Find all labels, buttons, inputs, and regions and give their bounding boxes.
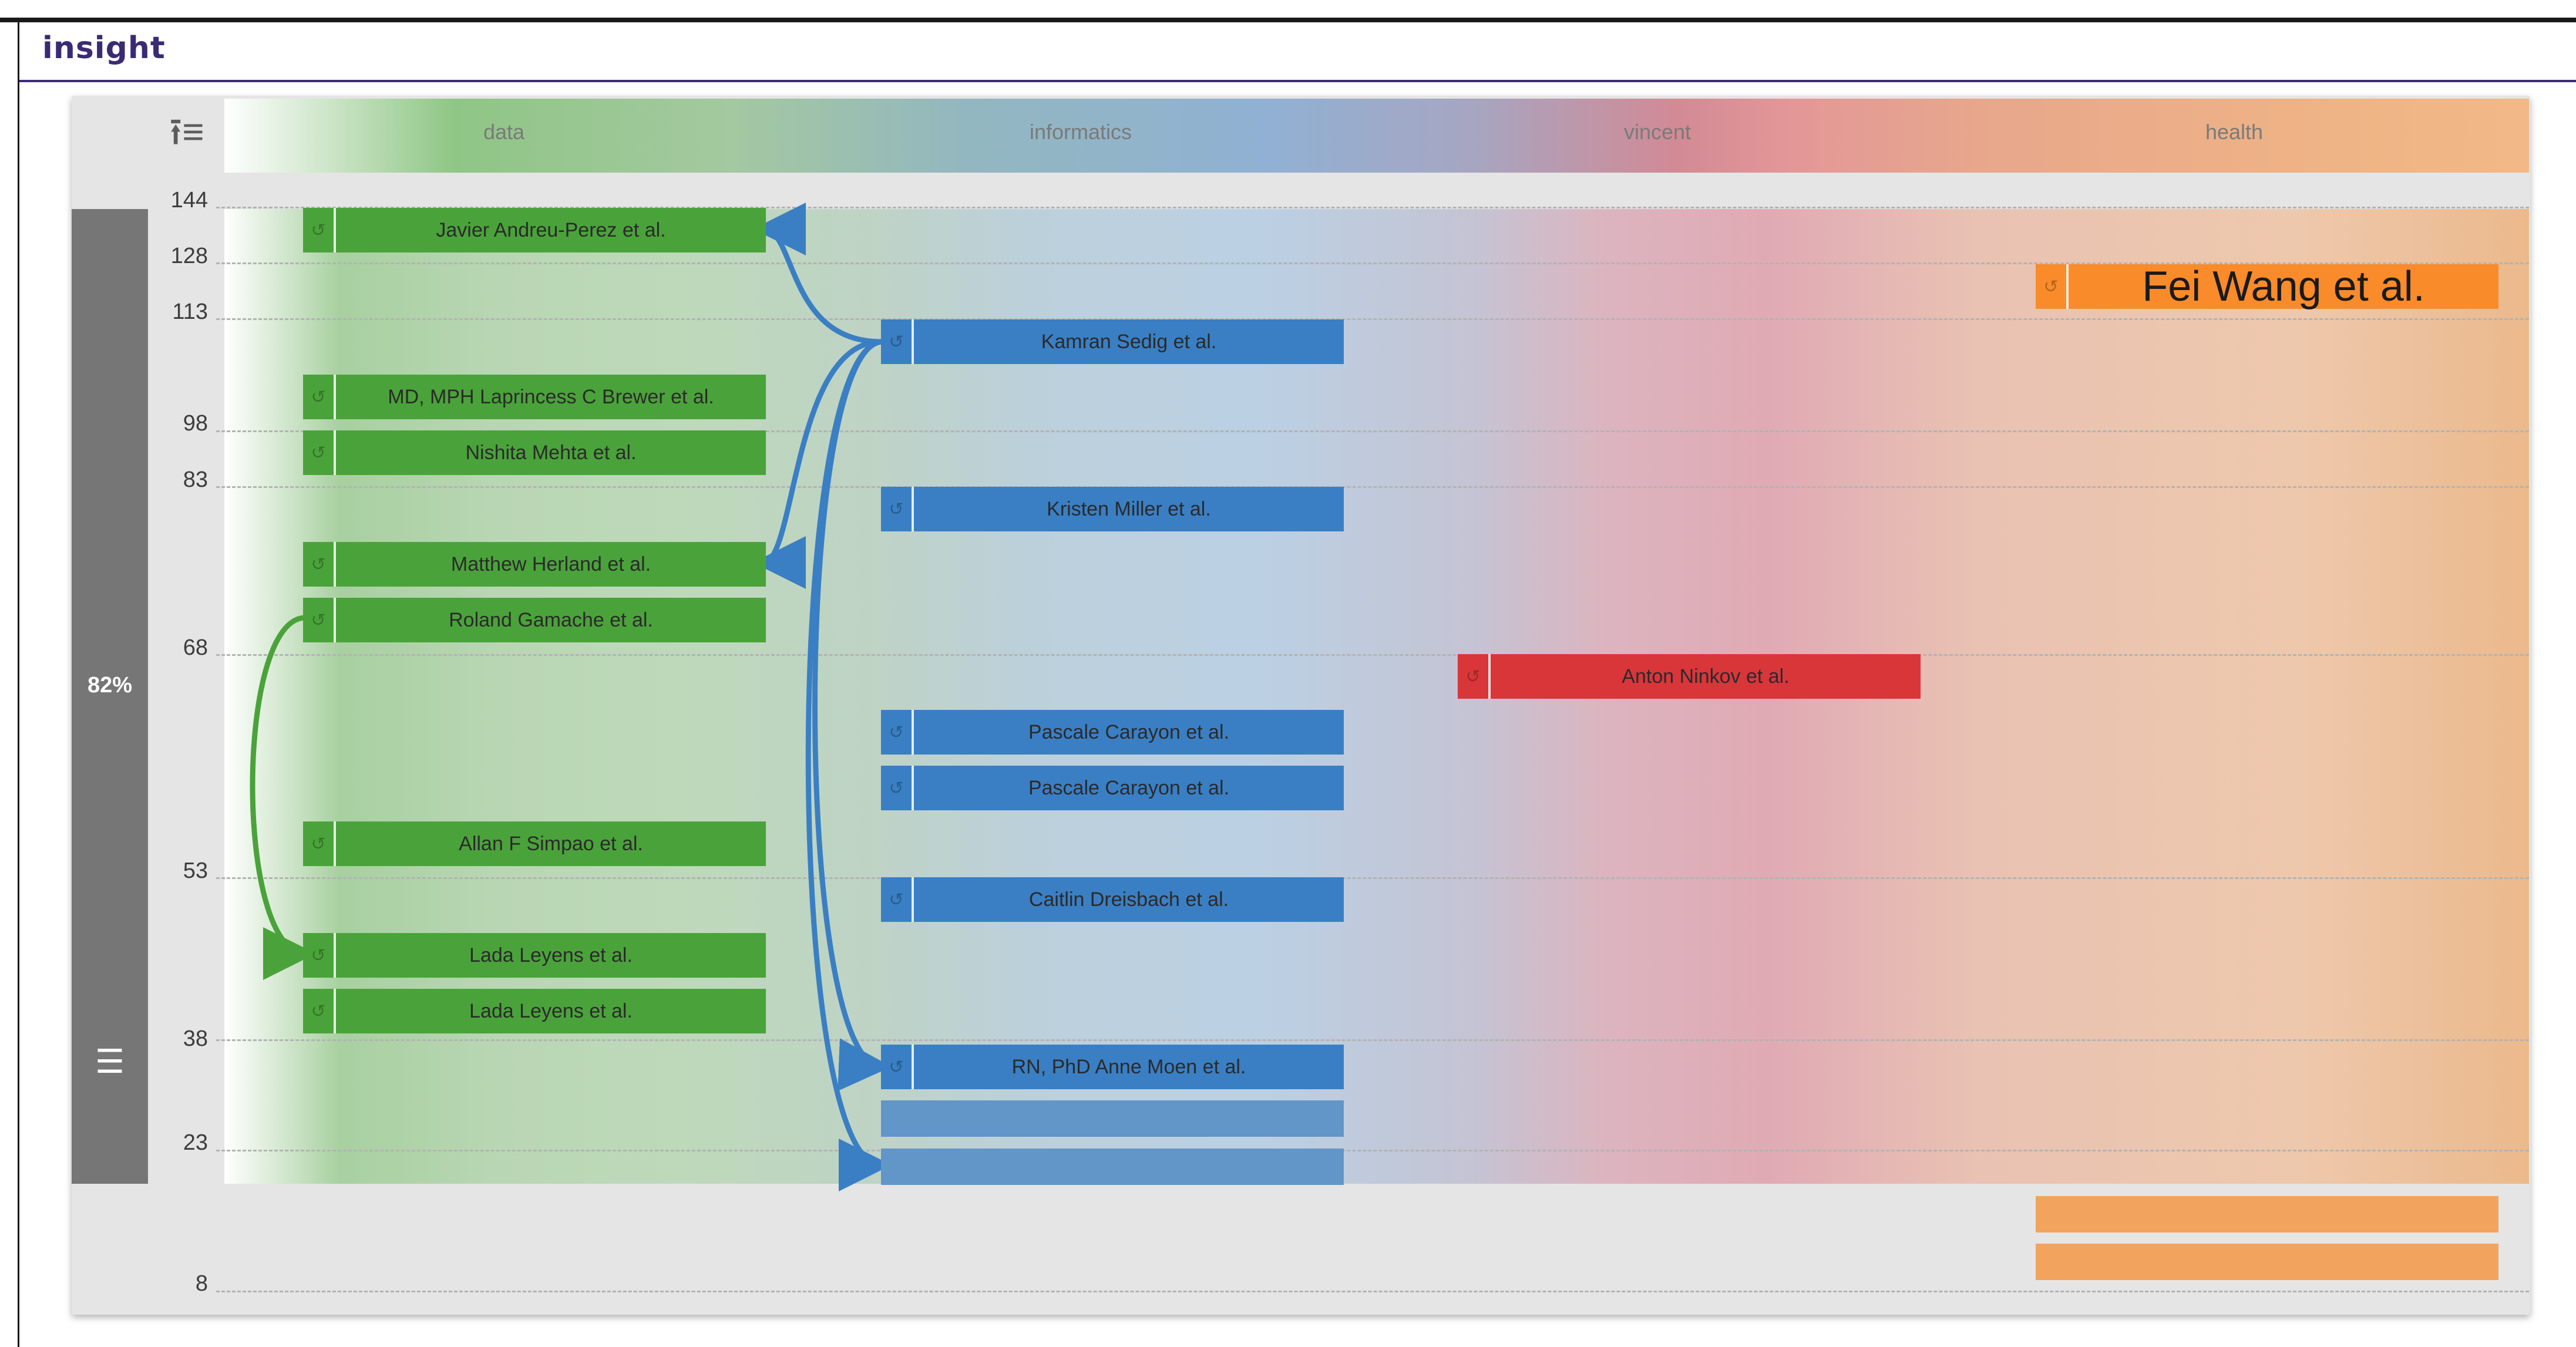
share-link-icon[interactable]: ↺ xyxy=(303,375,336,419)
paper-node-collapsed[interactable] xyxy=(2036,1196,2498,1232)
y-tick-label: 68 xyxy=(183,635,208,660)
paper-node[interactable]: ↺ Javier Andreu-Perez et al. xyxy=(303,208,766,252)
paper-title: Pascale Carayon et al. xyxy=(1028,776,1230,799)
paper-node[interactable]: ↺ Caitlin Dreisbach et al. xyxy=(881,877,1344,922)
column-header-data[interactable]: data xyxy=(483,120,525,144)
paper-title: Kamran Sedig et al. xyxy=(1041,330,1217,353)
gridline xyxy=(216,1039,2529,1041)
y-tick-label: 128 xyxy=(170,244,208,268)
paper-title: Roland Gamache et al. xyxy=(449,608,653,631)
y-tick-label: 23 xyxy=(183,1130,208,1155)
hamburger-menu-icon[interactable]: ☰ xyxy=(95,1043,125,1080)
paper-title: Lada Leyens et al. xyxy=(469,944,633,967)
share-link-icon[interactable]: ↺ xyxy=(303,208,336,252)
paper-node[interactable]: ↺ Matthew Herland et al. xyxy=(303,542,766,587)
paper-node[interactable]: ↺ Kamran Sedig et al. xyxy=(881,319,1344,364)
gridline xyxy=(216,430,2529,432)
y-tick-label: 8 xyxy=(195,1271,208,1296)
citation-link xyxy=(753,203,882,345)
paper-node[interactable]: ↺ Roland Gamache et al. xyxy=(303,598,766,642)
app-logo[interactable]: insight xyxy=(42,31,166,66)
column-header-vincent[interactable]: vincent xyxy=(1623,120,1691,144)
gridline xyxy=(216,1150,2529,1151)
paper-title: Nishita Mehta et al. xyxy=(465,441,637,464)
citation-link xyxy=(805,339,892,1191)
share-link-icon[interactable]: ↺ xyxy=(1458,654,1491,699)
citation-link xyxy=(812,339,892,1091)
citation-link xyxy=(250,615,316,980)
share-link-icon[interactable]: ↺ xyxy=(303,430,336,475)
gridline xyxy=(216,877,2529,879)
share-link-icon[interactable]: ↺ xyxy=(881,766,914,810)
paper-node[interactable]: ↺ Pascale Carayon et al. xyxy=(881,766,1344,810)
share-link-icon[interactable]: ↺ xyxy=(303,542,336,587)
y-tick-label: 53 xyxy=(183,858,208,883)
gridline xyxy=(216,318,2529,320)
paper-node[interactable]: ↺ MD, MPH Laprincess C Brewer et al. xyxy=(303,375,766,419)
gridline xyxy=(216,654,2529,656)
paper-node-collapsed[interactable] xyxy=(2036,1244,2498,1280)
column-header-informatics[interactable]: informatics xyxy=(1029,120,1132,144)
paper-node[interactable]: ↺ Nishita Mehta et al. xyxy=(303,430,766,475)
paper-title: Javier Andreu-Perez et al. xyxy=(436,218,666,241)
sort-ascending-icon[interactable]: ⭱≡ xyxy=(169,110,204,153)
paper-node[interactable]: ↺ RN, PhD Anne Moen et al. xyxy=(881,1045,1344,1089)
paper-title: MD, MPH Laprincess C Brewer et al. xyxy=(388,385,714,408)
share-link-icon[interactable]: ↺ xyxy=(881,487,914,531)
window-top-border xyxy=(0,18,2576,22)
share-link-icon[interactable]: ↺ xyxy=(881,319,914,364)
paper-node[interactable]: ↺ Allan F Simpao et al. xyxy=(303,821,766,866)
paper-node-highlighted[interactable]: ↺ Fei Wang et al. xyxy=(2036,263,2498,310)
citation-link xyxy=(753,339,882,589)
paper-node-collapsed[interactable] xyxy=(881,1100,1344,1137)
paper-node[interactable]: ↺ Pascale Carayon et al. xyxy=(881,710,1344,755)
coverage-sidebar[interactable] xyxy=(72,209,148,1184)
paper-node[interactable]: ↺ Lada Leyens et al. xyxy=(303,933,766,978)
gridline xyxy=(216,262,2529,264)
y-tick-label: 98 xyxy=(183,411,208,436)
paper-node[interactable]: ↺ Lada Leyens et al. xyxy=(303,989,766,1033)
share-link-icon[interactable]: ↺ xyxy=(881,710,914,755)
share-link-icon[interactable]: ↺ xyxy=(303,821,336,866)
header-divider xyxy=(19,80,2576,82)
share-link-icon[interactable]: ↺ xyxy=(881,877,914,922)
paper-node[interactable]: ↺ Anton Ninkov et al. xyxy=(1458,654,1921,699)
share-link-icon[interactable]: ↺ xyxy=(303,989,336,1033)
paper-node[interactable]: ↺ Kristen Miller et al. xyxy=(881,487,1344,531)
column-header-band xyxy=(224,99,2529,173)
coverage-percent: 82% xyxy=(87,673,133,698)
y-tick-label: 144 xyxy=(170,188,208,213)
y-tick-label: 83 xyxy=(183,467,208,492)
gridline xyxy=(216,207,2529,208)
share-link-icon[interactable]: ↺ xyxy=(303,598,336,642)
gridline xyxy=(216,486,2529,488)
paper-title: RN, PhD Anne Moen et al. xyxy=(1011,1055,1246,1078)
column-header-health[interactable]: health xyxy=(2205,120,2264,144)
paper-title: Allan F Simpao et al. xyxy=(459,832,643,855)
y-tick-label: 38 xyxy=(183,1026,208,1051)
share-link-icon[interactable]: ↺ xyxy=(2036,264,2069,309)
paper-title: Anton Ninkov et al. xyxy=(1622,665,1790,688)
paper-title: Kristen Miller et al. xyxy=(1047,497,1211,520)
share-link-icon[interactable]: ↺ xyxy=(881,1045,914,1089)
paper-title: Matthew Herland et al. xyxy=(450,553,651,575)
window-left-border xyxy=(18,18,19,1347)
paper-title: Pascale Carayon et al. xyxy=(1028,720,1230,743)
paper-node-collapsed[interactable] xyxy=(881,1149,1344,1185)
paper-title: Caitlin Dreisbach et al. xyxy=(1028,888,1229,911)
y-tick-label: 113 xyxy=(172,299,208,324)
paper-title: Fei Wang et al. xyxy=(2142,263,2425,310)
gridline xyxy=(216,1291,2529,1292)
share-link-icon[interactable]: ↺ xyxy=(303,933,336,978)
paper-title: Lada Leyens et al. xyxy=(469,999,633,1022)
